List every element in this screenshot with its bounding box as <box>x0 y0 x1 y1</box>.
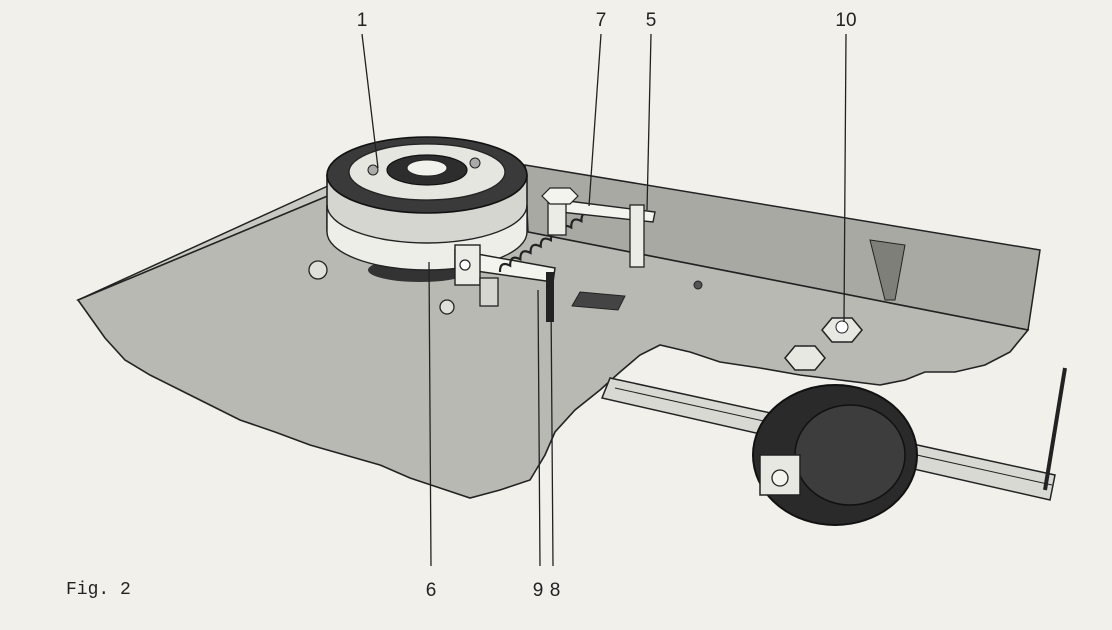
post-5 <box>629 204 645 268</box>
screw-small <box>693 280 703 290</box>
figure-caption: Fig. 2 <box>66 580 131 600</box>
callout-5: 5 <box>645 10 657 31</box>
post-left-nut <box>541 187 579 205</box>
bracket-screw <box>771 469 789 487</box>
rail-end-lever <box>1043 367 1067 491</box>
callout-9: 9 <box>532 580 544 601</box>
drum-bolt-right <box>469 157 481 169</box>
roller-hub <box>794 404 906 506</box>
pawl-8 <box>546 272 554 322</box>
drum-bolt-left <box>367 164 379 176</box>
leader-lines <box>361 33 847 567</box>
callout-7: 7 <box>595 10 607 31</box>
nut-10-top <box>835 320 849 334</box>
tension-spring <box>498 212 593 273</box>
callout-6: 6 <box>425 580 437 601</box>
nut-lower <box>784 345 826 371</box>
screw-left <box>308 260 328 280</box>
callout-1: 1 <box>356 10 368 31</box>
slot-plate <box>571 291 626 311</box>
drum-hub-bore <box>406 159 448 177</box>
wall-fin <box>869 239 906 301</box>
lever-post <box>479 277 499 307</box>
screw-mid <box>439 299 455 315</box>
callout-10: 10 <box>835 10 857 31</box>
callout-8: 8 <box>549 580 561 601</box>
lever-pivot <box>459 259 471 271</box>
